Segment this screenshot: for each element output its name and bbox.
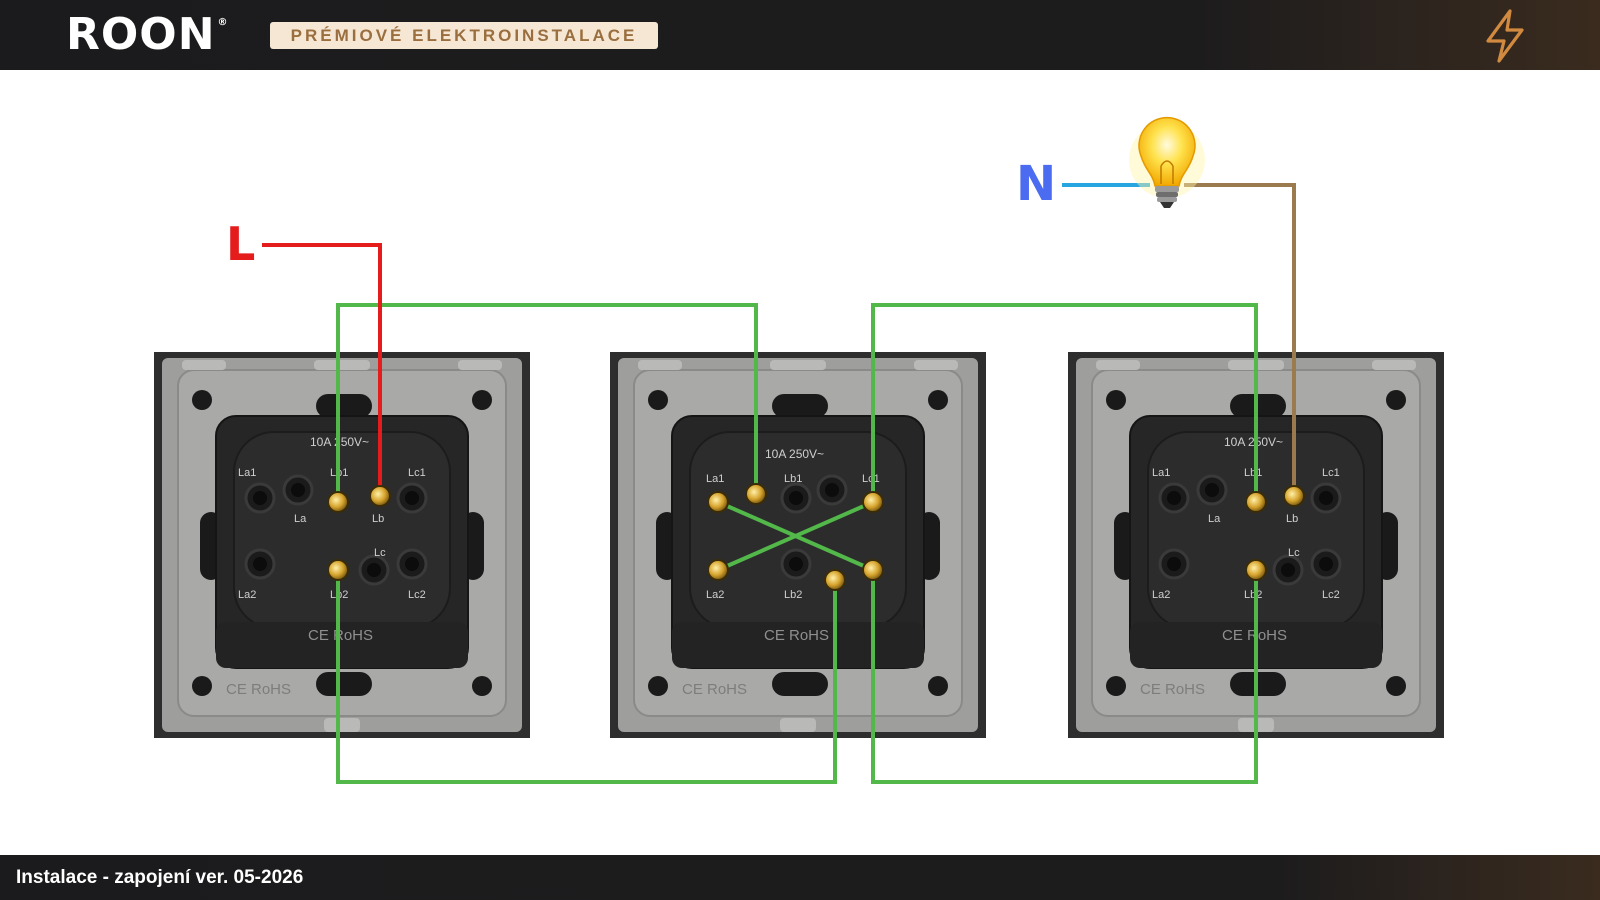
switch-middle-term-la1: La1	[706, 473, 724, 485]
tagline-badge: PRÉMIOVÉ ELEKTROINSTALACE	[270, 22, 658, 49]
switch-left-term-la2: La2	[238, 589, 256, 601]
switch-right-term-lc2: Lc2	[1322, 589, 1340, 601]
traveler-wire-top-left	[336, 303, 758, 502]
switch-right-term-la2: La2	[1152, 589, 1170, 601]
switch-right-term-lc1: Lc1	[1322, 467, 1340, 479]
header-bar: ROON® PRÉMIOVÉ ELEKTROINSTALACE	[0, 0, 1600, 70]
brand-name: ROON	[66, 9, 216, 60]
switch-left-term-lc1: Lc1	[408, 467, 426, 479]
switch-right-term-la: La	[1208, 513, 1221, 525]
switch-right-term-la1: La1	[1152, 467, 1170, 479]
switch-right-term-lb1: Lb1	[1244, 467, 1262, 479]
wiring-diagram: 10A 250V~ La1 Lb1 Lc1 La Lb La2 Lb2 Lc L…	[153, 116, 1445, 784]
lightning-bolt-icon	[1486, 9, 1524, 63]
phase-wire	[262, 243, 382, 496]
switch-middle-term-lc1: Lc1	[862, 473, 880, 485]
phase-label: L	[226, 217, 255, 271]
switched-wire	[1184, 183, 1296, 496]
traveler-wire-top-right	[871, 303, 1258, 502]
switch-left-marks: CE RoHS	[308, 627, 373, 644]
switch-middle-term-la2: La2	[706, 589, 724, 601]
traveler-wire-bottom-left	[336, 570, 837, 784]
switch-left-term-la1: La1	[238, 467, 256, 479]
switch-right-term-lb2: Lb2	[1244, 589, 1262, 601]
brand-logo: ROON®	[66, 12, 229, 58]
switch-middle-term-lb1: Lb1	[784, 473, 802, 485]
switch-right-rating: 10A 250V~	[1224, 435, 1283, 449]
switch-right-term-lb: Lb	[1286, 513, 1298, 525]
switch-right-term-lc: Lc	[1288, 547, 1300, 559]
switch-middle-term-lb2: Lb2	[784, 589, 802, 601]
terminal-screws	[327, 483, 1305, 591]
switch-left-term-lc: Lc	[374, 547, 386, 559]
switch-left-term-la: La	[294, 513, 307, 525]
neutral-label: N	[1016, 156, 1056, 212]
footer-version-text: Instalace - zapojení ver. 05-2026	[16, 867, 304, 888]
footer-bar: Instalace - zapojení ver. 05-2026	[0, 855, 1600, 900]
registered-mark: ®	[217, 17, 229, 28]
switch-middle-marks: CE RoHS	[764, 627, 829, 644]
traveler-wire-bottom-right	[871, 570, 1258, 784]
cross-link-b	[717, 500, 874, 572]
switch-left-term-lc2: Lc2	[408, 589, 426, 601]
switch-left-frame-marks: CE RoHS	[226, 681, 291, 698]
switch-left-term-lb: Lb	[372, 513, 384, 525]
switch-middle-frame-marks: CE RoHS	[682, 681, 747, 698]
switch-middle	[609, 351, 987, 739]
light-bulb-icon	[1129, 116, 1205, 208]
switch-middle-rating: 10A 250V~	[765, 447, 824, 461]
switch-right-frame-marks: CE RoHS	[1140, 681, 1205, 698]
switch-left	[153, 351, 531, 739]
